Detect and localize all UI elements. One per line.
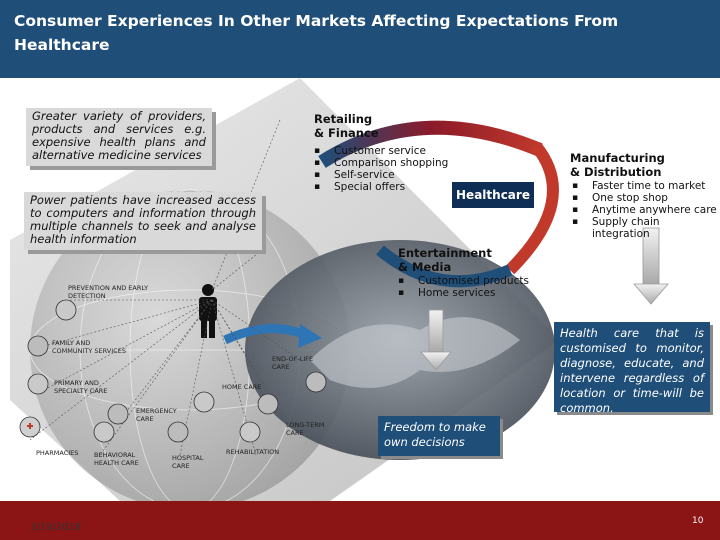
slide-title: Consumer Experiences In Other Markets Af… (14, 12, 619, 54)
down-arrow-right (633, 227, 669, 305)
page-number: 10 (692, 516, 704, 526)
care-node-icons (19, 299, 327, 443)
down-arrow-center (420, 309, 452, 371)
blue-curved-arrow (223, 324, 307, 345)
emergency-icon (107, 403, 129, 425)
care-label-pharmacies: Pharmacies (36, 449, 79, 457)
list-item: Home services (398, 287, 529, 299)
list-item: Anytime anywhere care (572, 204, 720, 216)
end-of-life-icon (305, 371, 327, 393)
primary-care-icon (27, 373, 49, 395)
hospital-icon (167, 421, 189, 443)
rehab-icon (239, 421, 261, 443)
retail-finance-heading: Retailing& Finance (314, 112, 379, 140)
care-label-primary: Primary andspecialty care (54, 379, 108, 395)
freedom-callout: Freedom to make own decisions (378, 416, 500, 456)
list-item: Special offers (314, 181, 448, 193)
title-bar (0, 0, 720, 78)
family-icon (27, 335, 49, 357)
care-label-emergency: Emergencycare (136, 407, 177, 423)
variety-callout: Greater variety of providers, products a… (26, 108, 212, 166)
list-item: Customer service (314, 145, 448, 157)
care-label-rehab: Rehabilitation (226, 448, 280, 456)
care-label-family: Family andcommunity services (52, 339, 126, 355)
retail-finance-list: Customer service Comparison shopping Sel… (314, 145, 448, 193)
handshake-highlight (310, 317, 520, 388)
home-care-icon (193, 391, 215, 413)
list-item: Faster time to market (572, 180, 720, 192)
manufacturing-list: Faster time to market One stop shop Anyt… (572, 180, 720, 240)
curved-arrow-right (505, 142, 559, 275)
globe-graphic (30, 190, 350, 501)
prevention-icon (55, 299, 77, 321)
entertainment-heading: Entertainment& Media (398, 246, 492, 274)
footer-date: 3/19/2018 (30, 522, 82, 533)
list-item: One stop shop (572, 192, 720, 204)
care-label-home: Home care (222, 383, 262, 391)
footer-bar (0, 501, 720, 540)
list-item: Customised products (398, 275, 529, 287)
person-icon (199, 284, 217, 338)
longterm-icon (257, 393, 279, 415)
health-care-future-callout: Health care that is customised to monito… (554, 322, 710, 415)
care-label-behavioral: Behavioralhealth care (94, 451, 139, 467)
care-label-end-of-life: End-of-lifecare (272, 355, 314, 371)
behavioral-icon (93, 421, 115, 443)
entertainment-list: Customised products Home services (398, 275, 529, 299)
care-label-longterm: Long-termcare (286, 421, 325, 437)
manufacturing-heading: Manufacturing& Distribution (570, 151, 665, 179)
care-label-hospital: Hospitalcare (172, 454, 204, 470)
care-label-prevention: Prevention and earlydetection (68, 284, 149, 300)
power-patients-callout: Power patients have increased access to … (24, 192, 262, 250)
list-item: Self-service (314, 169, 448, 181)
list-item: Supply chain integration (572, 216, 720, 240)
list-item: Comparison shopping (314, 157, 448, 169)
healthcare-label: Healthcare (452, 182, 534, 208)
